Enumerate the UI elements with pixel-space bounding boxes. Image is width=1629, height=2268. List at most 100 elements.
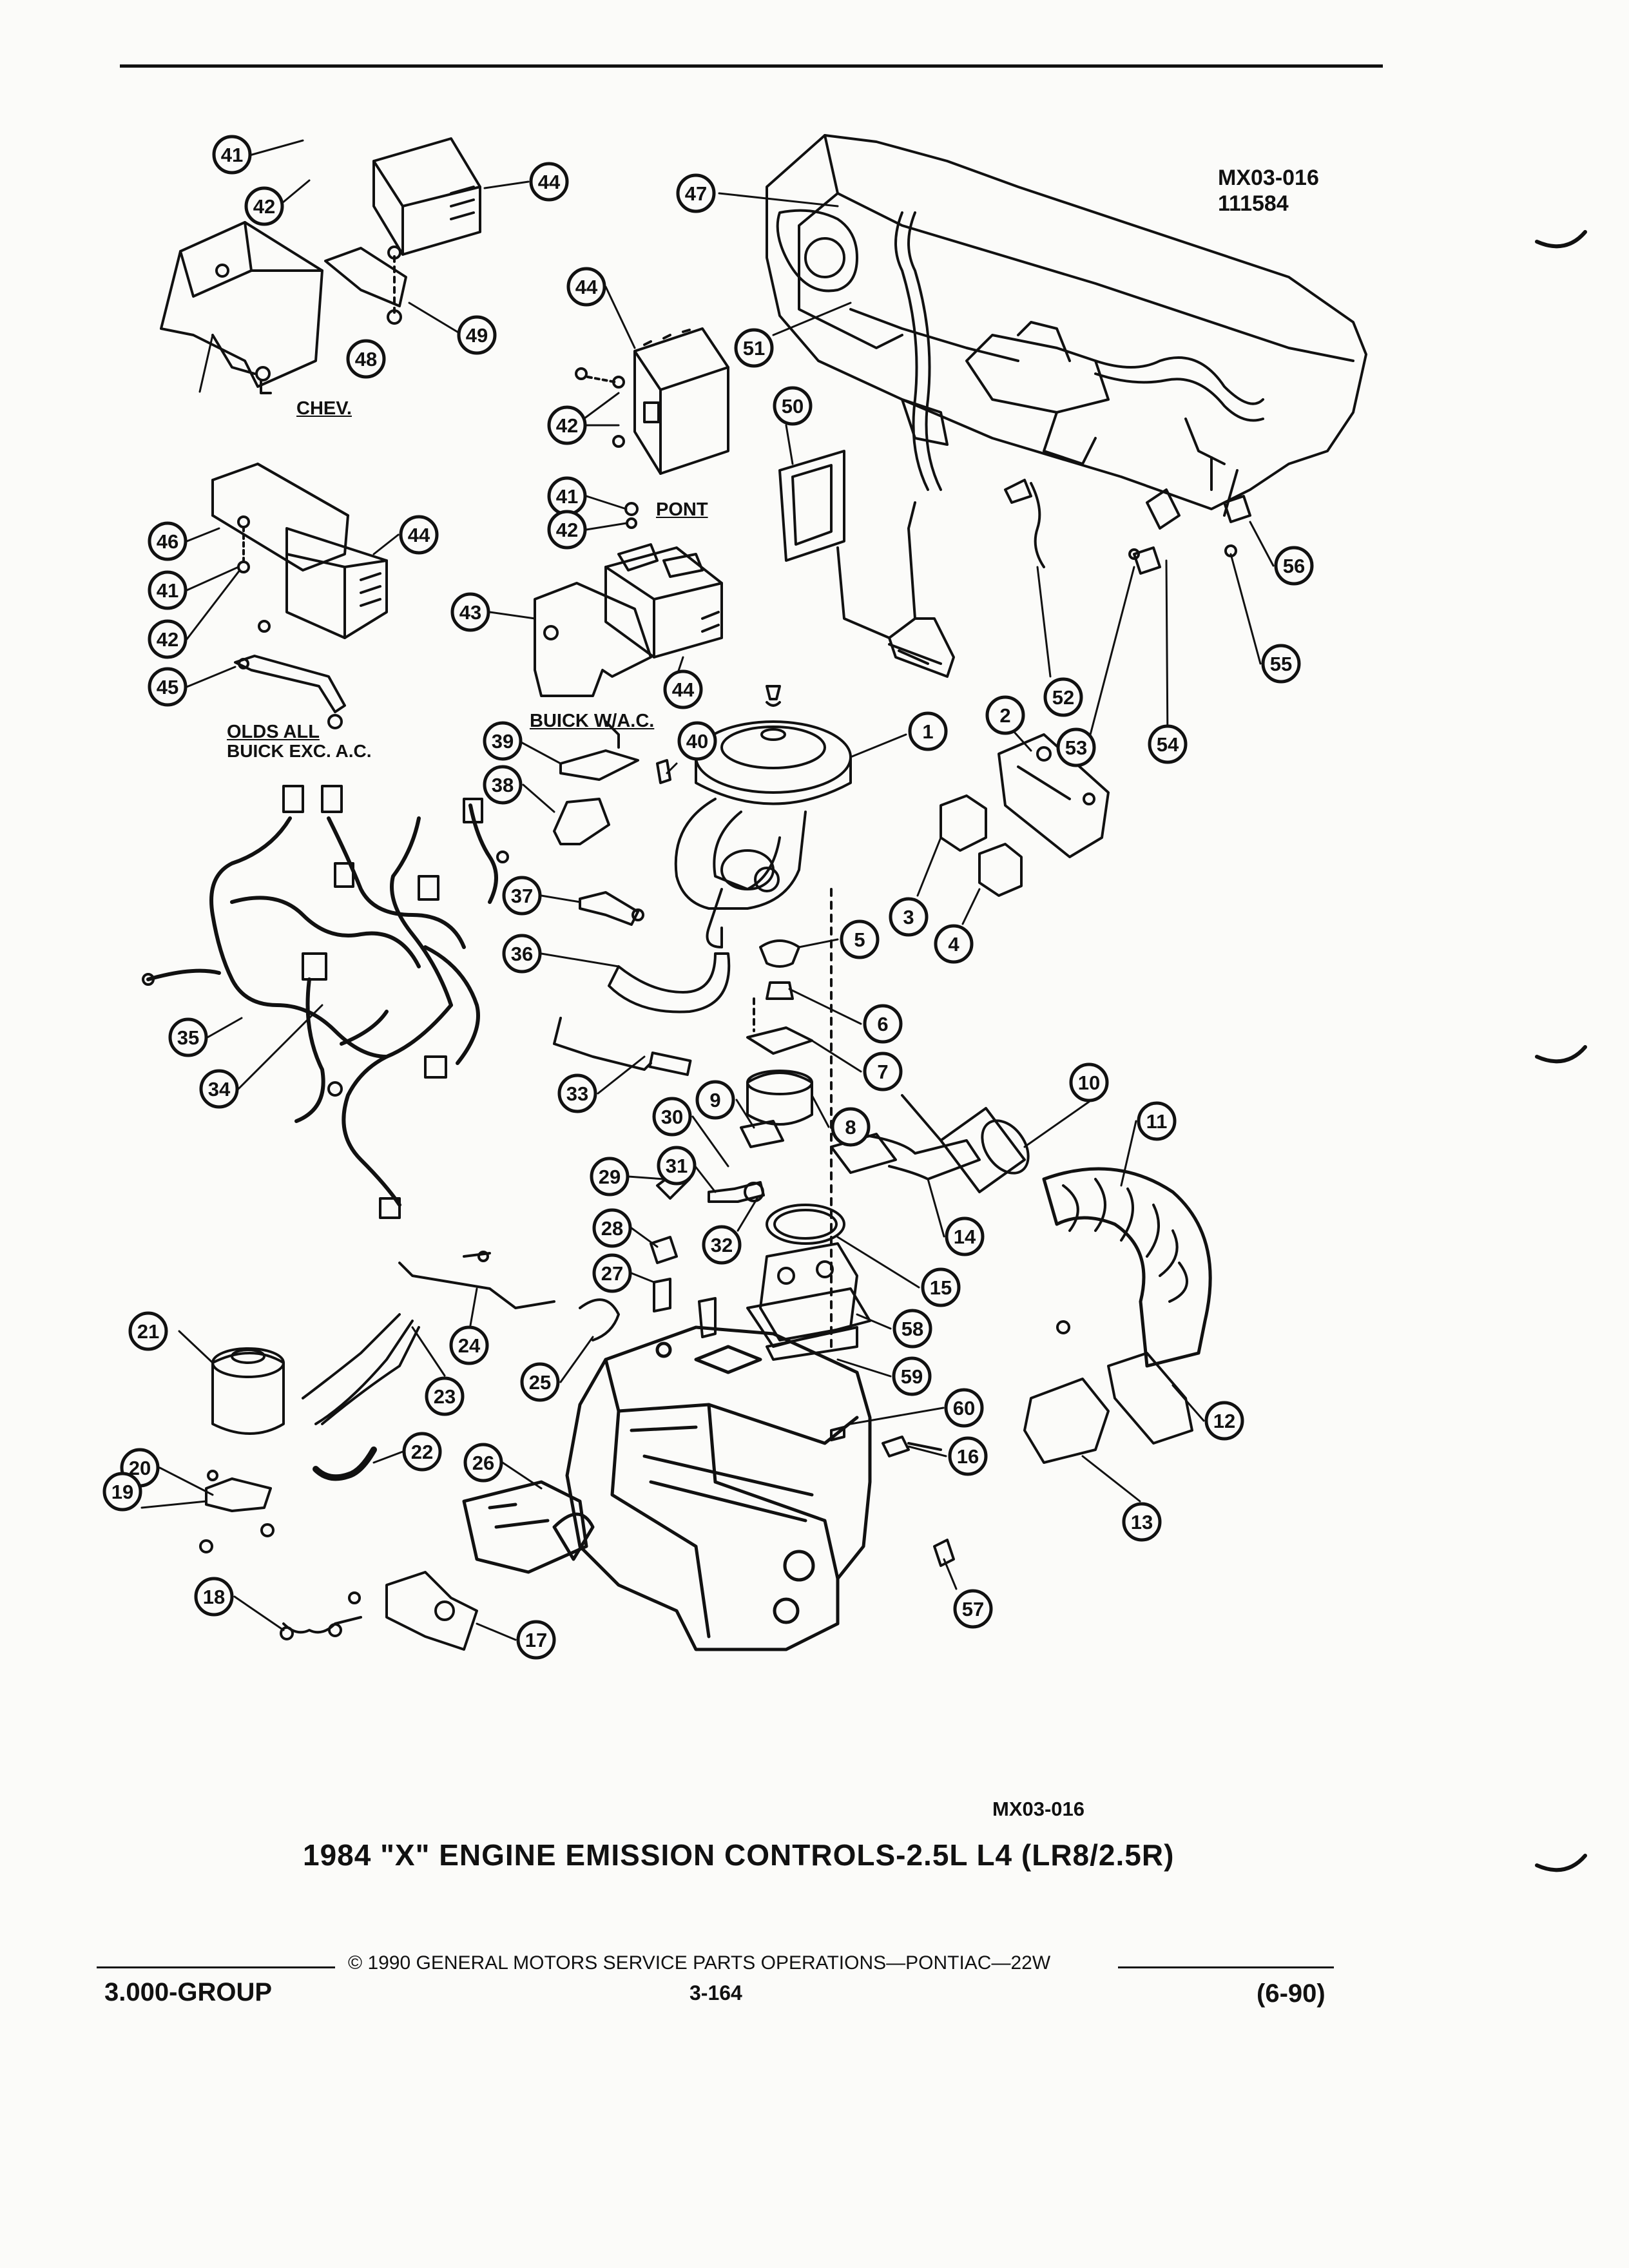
callout-circle xyxy=(529,162,569,202)
callout-51: 51 xyxy=(734,328,774,368)
egr-valve-stack xyxy=(740,939,813,1148)
bracket-45 xyxy=(234,655,346,729)
callout-26: 26 xyxy=(463,1443,503,1483)
callout-number: 44 xyxy=(672,678,695,701)
callout-circle xyxy=(547,405,587,445)
callout-circle xyxy=(863,1052,903,1091)
callout-circle xyxy=(244,186,284,226)
figure-date-code: 111584 xyxy=(1218,191,1289,216)
engine-block xyxy=(462,1325,872,1651)
callout-circle xyxy=(677,721,717,761)
callout-number: 42 xyxy=(556,519,578,541)
callout-number: 44 xyxy=(575,276,598,298)
callout-number: 31 xyxy=(666,1155,688,1177)
callout-number: 7 xyxy=(877,1061,888,1083)
callout-number: 49 xyxy=(466,324,488,347)
callout-circle xyxy=(128,1311,168,1351)
callout-circle xyxy=(457,315,497,355)
callout-number: 39 xyxy=(492,730,514,753)
callout-43: 43 xyxy=(450,592,490,632)
bracket-48 xyxy=(324,245,407,325)
callout-39: 39 xyxy=(483,721,523,761)
callout-number: 22 xyxy=(411,1441,433,1463)
callout-23: 23 xyxy=(425,1376,465,1416)
callout-53: 53 xyxy=(1056,727,1096,767)
callout-42: 42 xyxy=(148,619,188,659)
leader-lines xyxy=(140,139,1275,1641)
callout-32: 32 xyxy=(702,1225,742,1265)
callout-number: 40 xyxy=(686,730,708,753)
callout-42: 42 xyxy=(547,510,587,550)
callout-circle xyxy=(773,386,813,426)
callout-41: 41 xyxy=(212,135,252,175)
callout-15: 15 xyxy=(921,1267,961,1307)
callout-circle xyxy=(483,721,523,761)
callout-circle xyxy=(676,173,716,213)
callout-circle xyxy=(945,1216,985,1256)
callout-number: 1 xyxy=(922,720,933,743)
canister-bracket xyxy=(199,1470,275,1553)
callout-number: 15 xyxy=(930,1276,952,1299)
callout-2: 2 xyxy=(985,695,1025,735)
callout-circle xyxy=(566,267,606,307)
callout-circle xyxy=(1122,1502,1162,1542)
callout-number: 12 xyxy=(1213,1410,1235,1432)
callout-circle xyxy=(148,619,188,659)
callout-number: 48 xyxy=(355,348,377,370)
ecm-module-chev xyxy=(372,137,481,256)
callout-circle xyxy=(168,1017,208,1057)
callout-circle xyxy=(1204,1401,1244,1441)
air-cleaner-assembly xyxy=(674,685,852,948)
callout-number: 60 xyxy=(953,1397,975,1419)
callout-circle xyxy=(402,1432,442,1472)
callout-44: 44 xyxy=(399,515,439,555)
callout-4: 4 xyxy=(934,924,974,964)
label-olds-all: OLDS ALL xyxy=(227,722,320,742)
callout-41: 41 xyxy=(547,476,587,516)
callout-number: 53 xyxy=(1065,736,1087,759)
label-pont: PONT xyxy=(656,499,708,520)
callout-number: 41 xyxy=(157,579,178,602)
callout-60: 60 xyxy=(944,1388,984,1428)
callout-number: 19 xyxy=(111,1481,133,1503)
callout-42: 42 xyxy=(244,186,284,226)
callout-circle xyxy=(557,1073,597,1113)
callout-circle xyxy=(463,1443,503,1483)
callout-number: 16 xyxy=(957,1445,979,1468)
callout-circle xyxy=(194,1577,234,1617)
callout-circle xyxy=(831,1107,871,1147)
callout-45: 45 xyxy=(148,667,188,707)
callout-circle xyxy=(840,919,880,959)
callout-circle xyxy=(1261,644,1301,684)
footer-revision: (6-90) xyxy=(1257,1979,1325,2008)
callout-55: 55 xyxy=(1261,644,1301,684)
bracket-chev xyxy=(160,221,323,394)
callout-44: 44 xyxy=(663,669,703,709)
callout-circle xyxy=(953,1589,993,1629)
callout-44: 44 xyxy=(529,162,569,202)
callout-number: 17 xyxy=(525,1629,547,1651)
callout-30: 30 xyxy=(652,1097,692,1137)
callout-circle xyxy=(346,339,386,379)
callout-circle xyxy=(657,1146,697,1186)
callout-36: 36 xyxy=(502,934,542,974)
callout-6: 6 xyxy=(863,1004,903,1044)
callout-number: 3 xyxy=(903,906,914,928)
callout-18: 18 xyxy=(194,1577,234,1617)
callout-44: 44 xyxy=(566,267,606,307)
harness-connectors xyxy=(142,785,509,1219)
footer-rule-right xyxy=(1118,1966,1334,1968)
label-chev: CHEV. xyxy=(296,398,352,419)
footer-page-number: 3-164 xyxy=(689,1981,742,2004)
callout-circle xyxy=(908,711,948,751)
callout-number: 47 xyxy=(685,182,707,205)
callout-number: 44 xyxy=(408,524,430,546)
callout-circle xyxy=(734,328,774,368)
callout-number: 9 xyxy=(709,1089,720,1111)
callout-number: 58 xyxy=(901,1318,923,1340)
callout-number: 13 xyxy=(1131,1511,1153,1533)
callout-9: 9 xyxy=(695,1080,735,1120)
callout-49: 49 xyxy=(457,315,497,355)
callout-50: 50 xyxy=(773,386,813,426)
